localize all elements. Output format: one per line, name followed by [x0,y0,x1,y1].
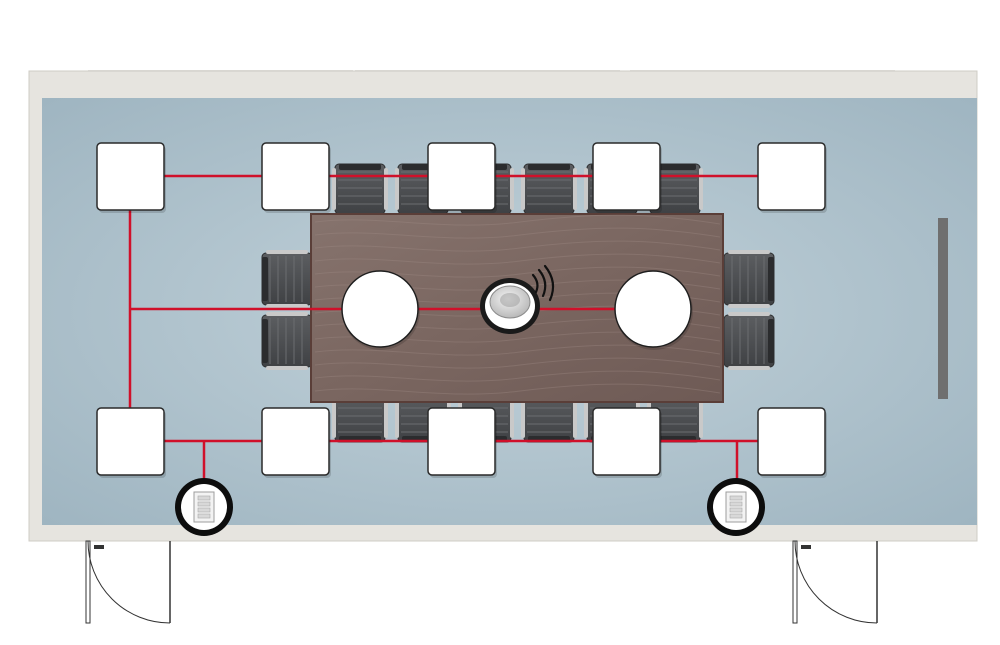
chair-arm [699,168,703,210]
ceiling-panel-face [96,407,165,476]
chair-back [528,164,570,170]
keypad-button [197,507,211,513]
wall-window-mark [355,70,620,72]
chair-back [339,164,381,170]
ceiling-panel-icon[interactable] [96,142,166,213]
door-arc [87,540,171,624]
chair-arm [332,168,336,210]
ceiling-panel-icon[interactable] [261,407,331,478]
chair [723,250,775,308]
keypad-button [729,513,743,519]
door-arc [794,540,878,624]
wood-grain-line [314,383,721,395]
wall-window-mark [88,70,353,72]
ceiling-panel-face [261,407,330,476]
chair-arm [266,312,308,316]
chair-back [262,319,268,363]
pendant-face [614,270,692,348]
chair [521,391,577,443]
ceiling-panel-icon[interactable] [96,407,166,478]
chair-arm [266,250,308,254]
wood-grain-line [314,227,721,239]
chair-arm [521,168,525,210]
keypad-button [729,501,743,507]
wood-grain-line [314,240,721,252]
chair-arm [573,396,577,438]
ceiling-panel-icon[interactable] [261,142,331,213]
chair-back [262,257,268,301]
chair [521,163,577,215]
chair-arm [395,396,399,438]
ceiling-panel-face [592,407,661,476]
chair [723,312,775,370]
chair-arm [699,396,703,438]
chair-arm [395,168,399,210]
keypad-button [197,495,211,501]
wall-keypad-icon[interactable] [175,478,233,536]
door-handle [94,545,104,549]
keypad-button [729,495,743,501]
wood-grain-line [314,253,721,265]
chair-back [654,164,696,170]
chair-arm [510,168,514,210]
chair-arm [584,168,588,210]
chair-arm [384,396,388,438]
ceiling-panel-icon[interactable] [757,407,827,478]
wall-window-mark [630,70,895,72]
ceiling-panel-face [757,142,826,211]
ceiling-panel-face [261,142,330,211]
chair-arm [584,396,588,438]
wood-grain-line [314,370,721,382]
chair-arm [728,250,770,254]
keypad-button [729,507,743,513]
chair [261,250,313,308]
wall-window-marks [88,70,895,72]
ceiling-panel-face [592,142,661,211]
wall-display [938,218,948,399]
wireless-hub-icon[interactable] [480,264,555,334]
chair-arm [384,168,388,210]
wood-grain-line [314,214,721,226]
chair-arm [573,168,577,210]
wall-keypads-group [175,478,765,536]
door-right-icon[interactable] [792,540,878,624]
chair-arm [728,312,770,316]
ceiling-panel-icon[interactable] [757,142,827,213]
chair-arm [728,304,770,308]
pendant-light-icon[interactable] [341,270,420,350]
wall-keypad-icon[interactable] [707,478,765,536]
ceiling-panel-icon[interactable] [427,142,497,213]
chair-arm [510,396,514,438]
chair-arm [266,304,308,308]
keypad-button [197,501,211,507]
chair-arm [332,396,336,438]
pendant-face [341,270,419,348]
chair [332,163,388,215]
chair [261,312,313,370]
doors-group [85,540,878,624]
chair-arm [521,396,525,438]
ceiling-panel-face [427,407,496,476]
ceiling-panel-face [96,142,165,211]
wood-grain-line [314,357,721,369]
ceiling-panel-icon[interactable] [427,407,497,478]
door-left-icon[interactable] [85,540,171,624]
pendant-light-icon[interactable] [614,270,693,350]
ceiling-panel-face [757,407,826,476]
ceiling-panels-group [96,142,827,478]
chair-arm [728,366,770,370]
pendant-lights-group [341,270,693,350]
ceiling-panel-icon[interactable] [592,407,662,478]
chair-arm [266,366,308,370]
chair-back [768,257,774,301]
ceiling-panel-face [427,142,496,211]
ceiling-panel-icon[interactable] [592,142,662,213]
chair-back [768,319,774,363]
keypad-button [197,513,211,519]
door-handle [801,545,811,549]
